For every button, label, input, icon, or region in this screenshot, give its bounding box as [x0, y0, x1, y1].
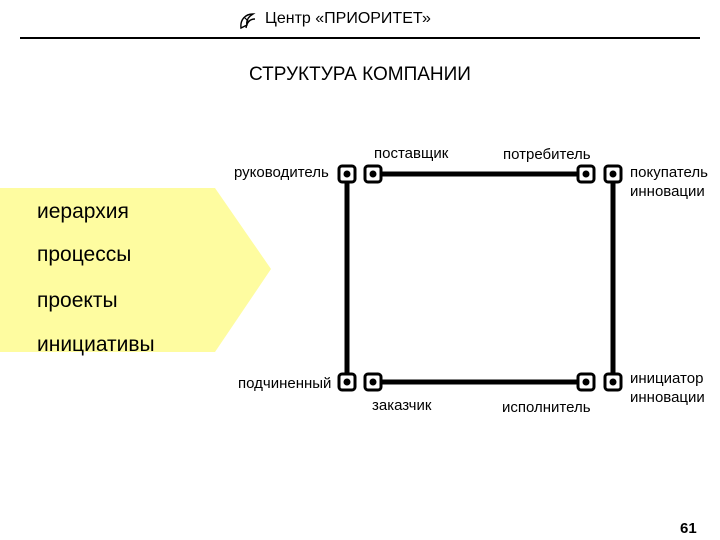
arrow-item-projects: проекты — [37, 289, 118, 312]
label-innovation-buyer: покупатель инновации — [630, 164, 708, 200]
label-innovation-initiator: инициатор инновации — [630, 370, 705, 406]
header-divider — [20, 37, 700, 39]
label-subordinate: подчиненный — [238, 375, 332, 392]
header-title: Центр «ПРИОРИТЕТ» — [265, 10, 431, 27]
label-manager: руководитель — [234, 164, 329, 181]
arrow-item-hierarchy: иерархия — [37, 200, 129, 223]
arrow-item-processes: процессы — [37, 243, 132, 266]
label-customer: заказчик — [372, 397, 432, 414]
page-title: СТРУКТУРА КОМПАНИИ — [249, 64, 471, 85]
header: Центр «ПРИОРИТЕТ» — [0, 0, 720, 40]
label-consumer: потребитель — [503, 146, 591, 163]
label-executor: исполнитель — [502, 399, 591, 416]
arrow-item-initiatives: инициативы — [37, 333, 155, 356]
page-number: 61 — [680, 520, 697, 537]
label-supplier: поставщик — [374, 145, 449, 162]
pinwheel-logo-icon — [240, 13, 256, 30]
